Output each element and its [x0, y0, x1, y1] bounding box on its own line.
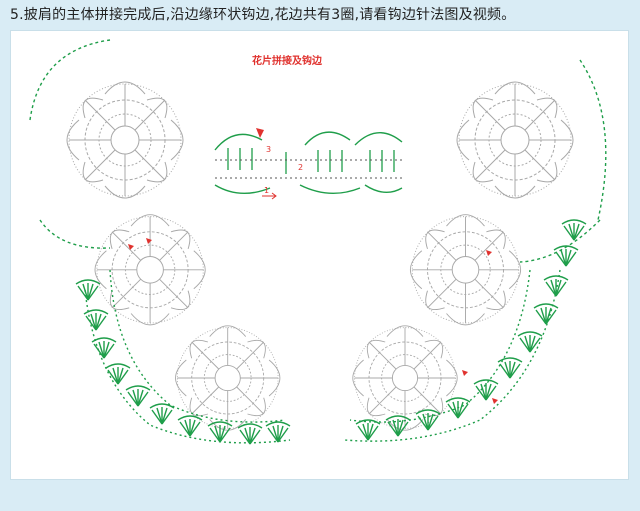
round-label-2: 2	[298, 163, 303, 172]
right-shawl-edging	[344, 59, 607, 442]
left-shawl-fans	[75, 279, 291, 445]
arrow-icon	[262, 192, 277, 200]
instruction-caption: 5.披肩的主体拼接完成后,沿边缘环状钩边,花边共有3圈,请看钩边针法图及视频。	[10, 7, 516, 23]
start-marker-icon	[256, 128, 264, 138]
diagram-panel	[10, 30, 629, 480]
round-label-3: 3	[266, 145, 271, 154]
left-join-markers	[128, 238, 152, 250]
right-shawl-motifs	[352, 81, 574, 431]
edging-stitch-detail	[214, 128, 403, 200]
right-join-markers	[462, 250, 498, 404]
left-shawl-edging	[29, 39, 291, 444]
round-label-1: 1	[264, 186, 269, 195]
diagram-title: 花片拼接及钩边	[252, 56, 322, 67]
